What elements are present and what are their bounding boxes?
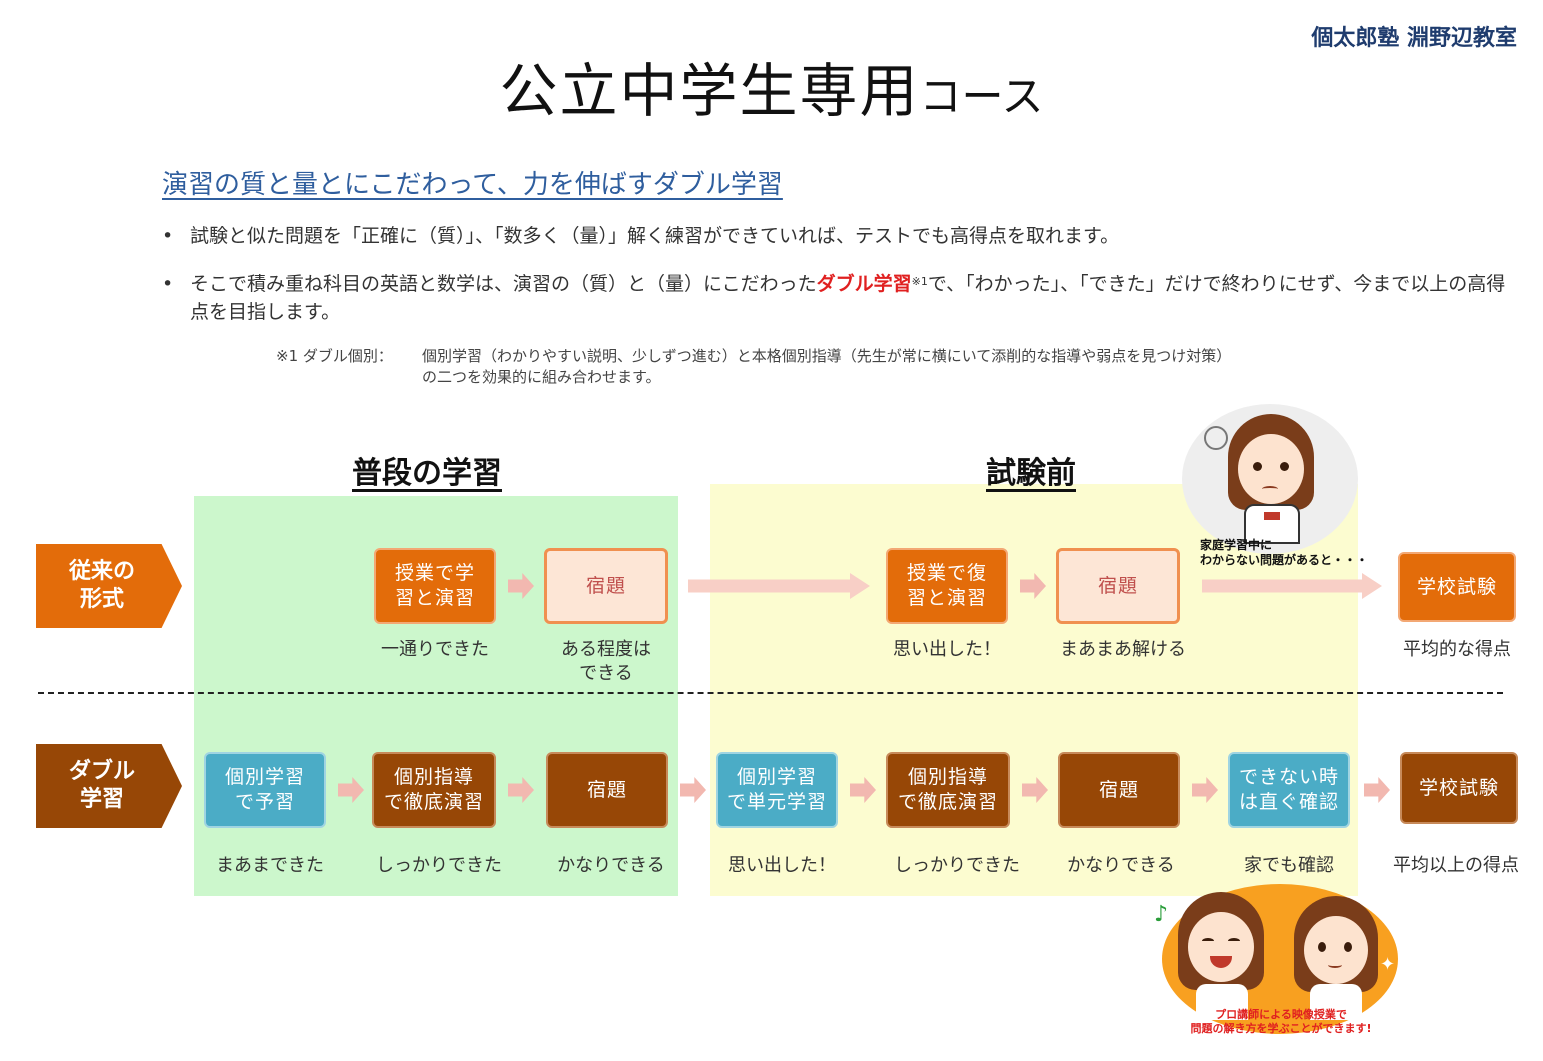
- result-text: しっかりできた: [894, 855, 1020, 876]
- flow-step-box: 宿題: [1056, 548, 1180, 624]
- happy-students-illustration: ♪ ✦: [1154, 884, 1398, 1034]
- school-name: 個太郎塾 淵野辺教室: [1311, 26, 1517, 51]
- bullet-2-before: そこで積み重ね科目の英語と数学は、演習の（質）と（量）にこだわった: [190, 273, 817, 295]
- confused-swirl-icon: [1204, 426, 1228, 450]
- bullet-dot: •: [162, 225, 174, 247]
- result-text: 思い出した！: [728, 855, 836, 876]
- result-text: かなりできる: [557, 855, 665, 876]
- result-text: 平均的な得点: [1403, 639, 1511, 660]
- bullet-2-highlight: ダブル学習: [816, 273, 912, 295]
- bullet-dot: •: [162, 273, 174, 295]
- result-text: しっかりできた: [376, 855, 502, 876]
- note-line-2: の二つを効果的に組み合わせます。: [422, 368, 661, 386]
- music-note-icon: ♪: [1154, 902, 1169, 927]
- flow-step-box: 授業で学 習と演習: [374, 548, 496, 624]
- flow-step-box: 宿題: [1058, 752, 1180, 828]
- heading-normal-study: 普段の学習: [352, 456, 502, 491]
- flow-step-box: 宿題: [546, 752, 668, 828]
- flow-step-box: 個別指導 で徹底演習: [372, 752, 496, 828]
- row-label-traditional: 従来の 形式: [36, 544, 182, 628]
- row-label-double: ダブル 学習: [36, 744, 182, 828]
- result-text: ある程度は できる: [561, 639, 651, 684]
- result-text: まあまあ解ける: [1060, 639, 1186, 660]
- happy-caption: プロ講師による映像授業で 問題の解き方を学ぶことができます!: [1190, 1008, 1372, 1035]
- result-text: 家でも確認: [1244, 855, 1334, 876]
- note-line-1: 個別学習（わかりやすい説明、少しずつ進む）と本格個別指導（先生が常に横にいて添削…: [422, 347, 1232, 365]
- bullet-1-text: 試験と似た問題を「正確に（質）」、「数多く（量）」解く練習ができていれば、テスト…: [190, 225, 1120, 247]
- flow-step-box: できない時 は直ぐ確認: [1228, 752, 1350, 828]
- result-text: 思い出した！: [893, 639, 1001, 660]
- bullet-2-text: そこで積み重ね科目の英語と数学は、演習の（質）と（量）にこだわったダブル学習※1…: [190, 270, 1510, 326]
- flow-step-box: 個別学習 で予習: [204, 752, 326, 828]
- bullet-2-sup: ※1: [911, 275, 928, 288]
- result-text: 平均以上の得点: [1393, 855, 1519, 876]
- title-main: 公立中学生専用: [499, 57, 920, 125]
- flow-step-box: 個別指導 で徹底演習: [886, 752, 1010, 828]
- page-title: 公立中学生専用コース: [0, 44, 1543, 128]
- flow-step-box: 宿題: [544, 548, 668, 624]
- note-label: ※1 ダブル個別：: [276, 347, 393, 365]
- flow-step-box: 個別学習 で単元学習: [716, 752, 838, 828]
- bullet-2-after: で、「わかった」、「できた」だけで終わりにせず、今まで以上の高得点を目指します。: [190, 273, 1506, 323]
- row-divider: [38, 692, 1503, 694]
- result-text: 一通りできた: [381, 639, 489, 660]
- worried-student-illustration: [1182, 404, 1358, 554]
- flow-step-box: 学校試験: [1398, 552, 1516, 622]
- arrow-right-icon: [1364, 777, 1390, 803]
- title-suffix: コース: [919, 72, 1044, 121]
- sparkle-icon: ✦: [1380, 954, 1396, 975]
- arrow-right-icon: [680, 777, 706, 803]
- worried-caption: 家庭学習中に わからない問題があると・・・: [1200, 538, 1369, 567]
- heading-before-exam: 試験前: [986, 456, 1076, 491]
- flow-step-box: 学校試験: [1400, 752, 1518, 824]
- result-text: まあまできた: [216, 855, 324, 876]
- result-text: かなりできる: [1067, 855, 1175, 876]
- flow-step-box: 授業で復 習と演習: [886, 548, 1008, 624]
- subtitle: 演習の質と量とにこだわって、力を伸ばすダブル学習: [162, 170, 783, 200]
